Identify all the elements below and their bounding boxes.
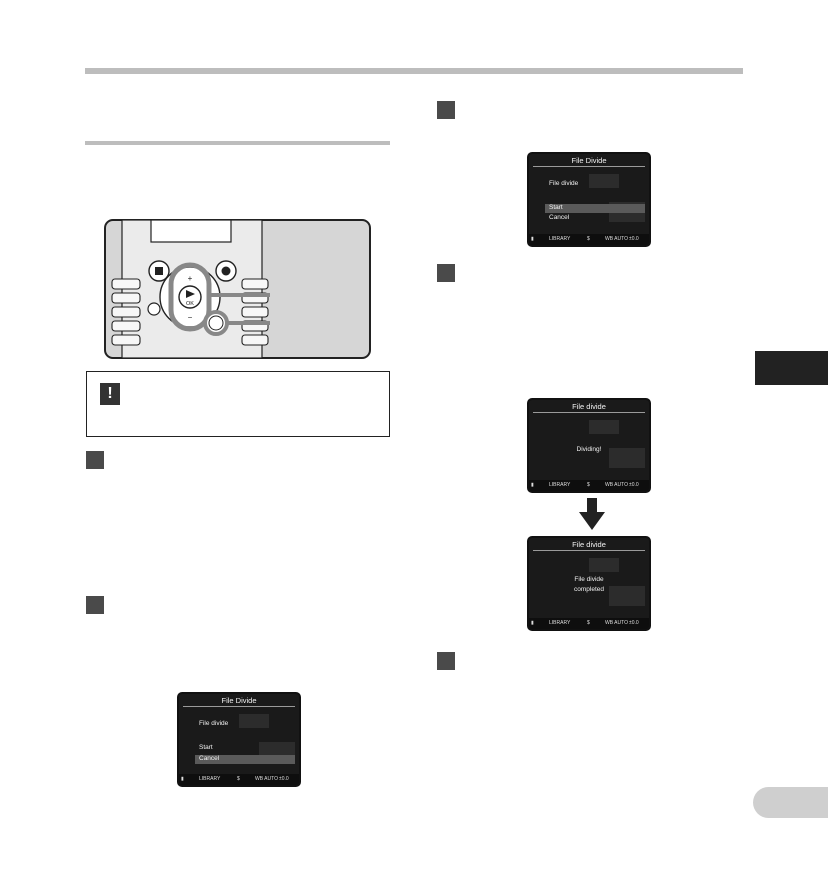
option-start: Start bbox=[199, 744, 213, 751]
recorder-illustration: OK + − bbox=[104, 219, 371, 359]
step-marker-4 bbox=[437, 264, 455, 282]
note-box bbox=[86, 371, 390, 437]
screen-label: File divide bbox=[199, 720, 229, 727]
screen-file-divide-start: File Divide File divide Start Cancel ▮ L… bbox=[527, 152, 651, 247]
svg-text:−: − bbox=[188, 313, 193, 322]
screen-message-line1: File divide bbox=[574, 576, 604, 583]
arrow-down-icon bbox=[579, 498, 605, 530]
step-marker-1 bbox=[86, 451, 104, 469]
screen-label: File divide bbox=[549, 180, 579, 187]
page-number-tab bbox=[753, 787, 828, 818]
svg-text:+: + bbox=[188, 274, 193, 283]
screen-file-divide-cancel: File Divide File divide Start Cancel ▮ L… bbox=[177, 692, 301, 787]
status-bar: ▮ LIBRARY $ WB AUTO ±0.0 bbox=[529, 618, 649, 629]
section-rule bbox=[85, 141, 390, 145]
screen-title: File Divide bbox=[221, 696, 257, 705]
status-bar: ▮ LIBRARY $ WB AUTO ±0.0 bbox=[179, 774, 299, 785]
screen-completed: File divide File divide completed ▮ LIBR… bbox=[527, 536, 651, 631]
status-bar: ▮ LIBRARY $ WB AUTO ±0.0 bbox=[529, 234, 649, 245]
svg-text:OK: OK bbox=[186, 301, 194, 307]
screen-title: File divide bbox=[572, 540, 606, 549]
chapter-tab bbox=[755, 351, 828, 385]
option-cancel: Cancel bbox=[549, 214, 570, 221]
status-bar: ▮ LIBRARY $ WB AUTO ±0.0 bbox=[529, 480, 649, 491]
screen-title: File divide bbox=[572, 402, 606, 411]
step-marker-3 bbox=[437, 101, 455, 119]
screen-dividing: File divide Dividing! ▮ LIBRARY $ WB AUT… bbox=[527, 398, 651, 493]
step-marker-5 bbox=[437, 652, 455, 670]
exclamation-icon: ! bbox=[100, 383, 120, 405]
option-cancel: Cancel bbox=[199, 755, 220, 762]
screen-message-line2: completed bbox=[574, 586, 604, 593]
option-start: Start bbox=[549, 204, 563, 211]
screen-message: Dividing! bbox=[576, 446, 602, 453]
step-marker-2 bbox=[86, 596, 104, 614]
screen-title: File Divide bbox=[571, 156, 607, 165]
header-rule bbox=[85, 68, 743, 74]
